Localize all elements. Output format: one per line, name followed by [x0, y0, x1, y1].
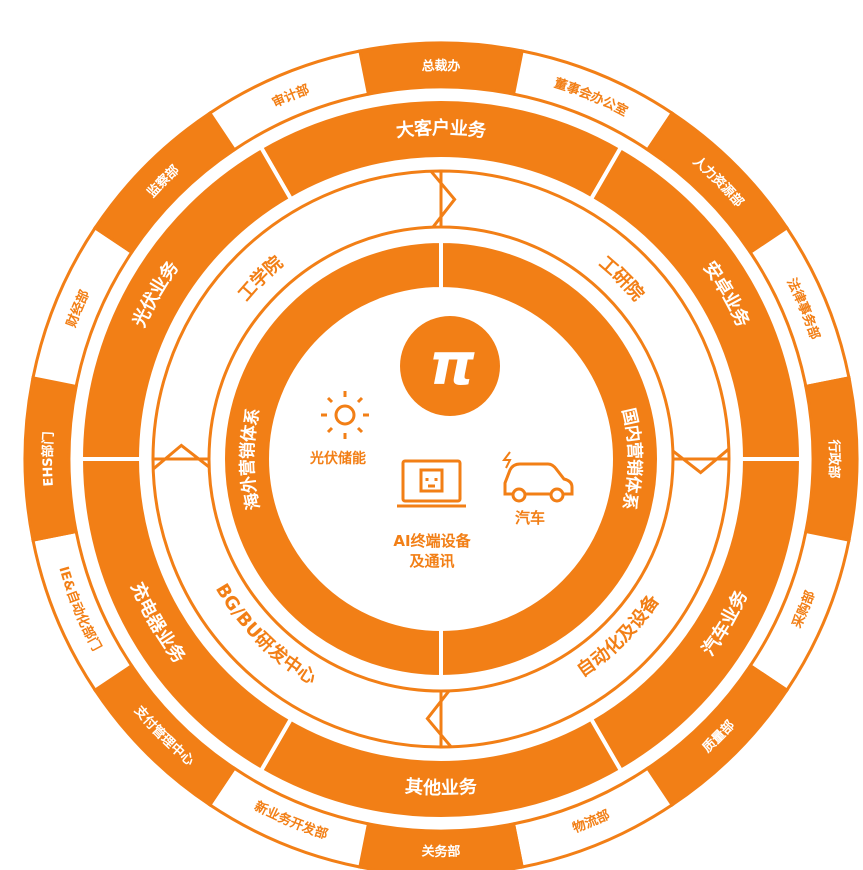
department-label: 行政部	[826, 438, 842, 478]
department-label: 关务部	[421, 843, 460, 859]
pi-logo: π	[429, 330, 475, 398]
institute-segment	[151, 169, 443, 461]
sun-icon	[321, 391, 369, 439]
core-background	[271, 289, 611, 629]
car-label: 汽车	[515, 509, 545, 527]
laptop-icon	[397, 459, 466, 508]
ai-device-label-line2: 及通讯	[409, 552, 454, 570]
chevron-marker	[671, 447, 730, 475]
department-label: 总裁办	[421, 58, 460, 74]
chevron-marker	[152, 443, 211, 471]
department-label: EHS部门	[39, 431, 56, 487]
solar-storage-label: 光伏储能	[309, 450, 366, 467]
business-segment	[78, 144, 294, 461]
chevron-marker	[425, 689, 453, 748]
chevron-marker	[429, 170, 457, 229]
core-circle: π 光伏储能 AI终端设备 及通讯	[271, 289, 611, 629]
ai-device-label-line1: AI终端设备	[393, 532, 471, 550]
business-label: 其他业务	[404, 775, 478, 799]
business-label: 大客户业务	[395, 117, 488, 142]
logo-circle	[400, 316, 500, 416]
department-segment	[207, 49, 371, 152]
car-icon	[502, 451, 574, 503]
